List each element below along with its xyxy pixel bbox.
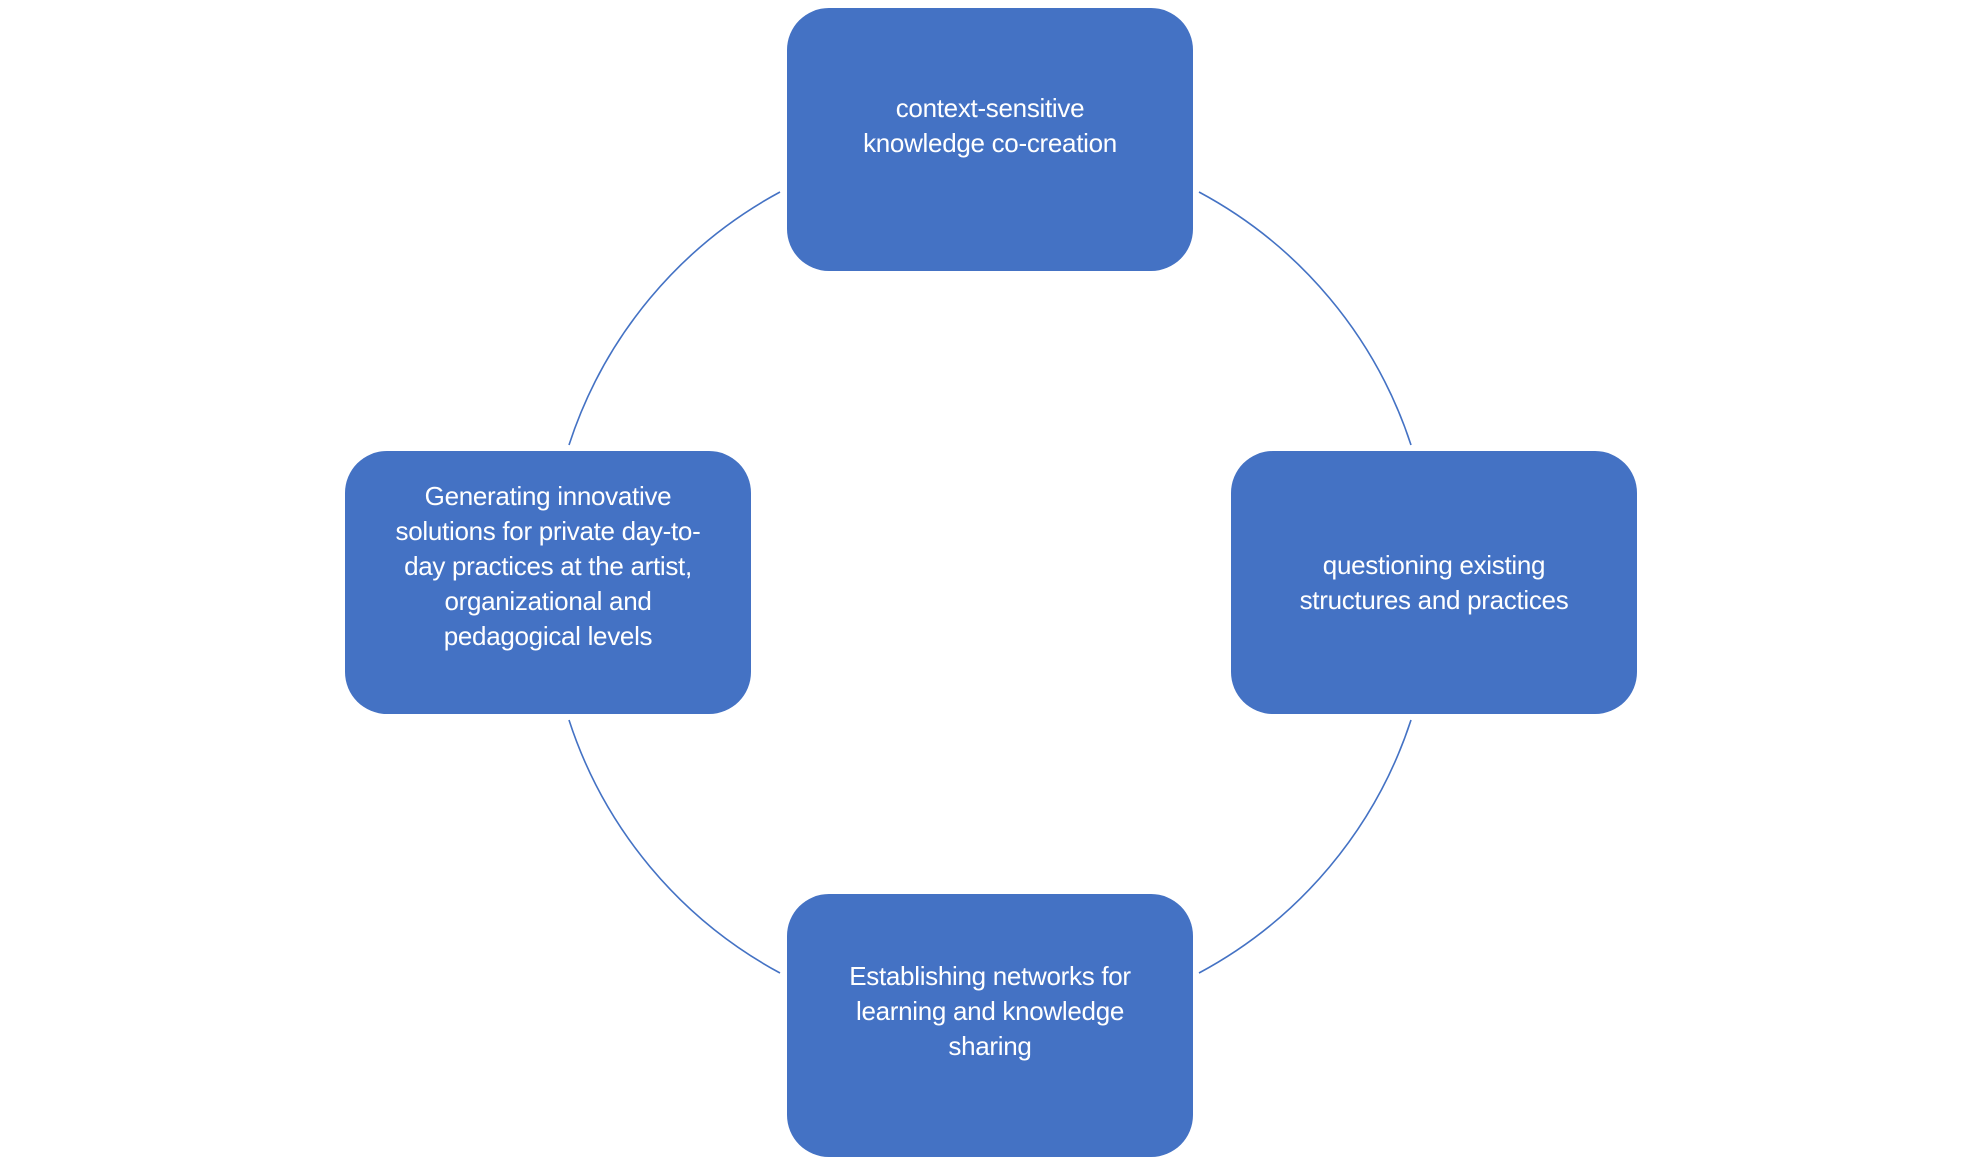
node-label: questioning existing structures and prac… [1300,548,1569,618]
cycle-node-questioning-structures: questioning existing structures and prac… [1231,451,1637,714]
node-label-line: day practices at the artist, [404,551,692,581]
node-label-line: structures and practices [1299,584,1569,615]
connector-top-to-right [1198,191,1412,446]
cycle-node-establishing-networks: Establishing networks for learning and k… [787,894,1193,1157]
connector-bottom-to-left [568,719,781,974]
connector-left-to-top [568,191,781,446]
node-label-line: organizational and [444,586,652,616]
cycle-node-generating-solutions: Generating innovative solutions for priv… [345,451,751,714]
node-label-line: knowledge co-creation [863,127,1117,158]
node-label-line: pedagogical levels [443,621,653,651]
node-label: context-sensitive knowledge co-creation [863,91,1117,161]
node-label-line: solutions for private day-to- [395,516,701,546]
node-label-line: sharing [948,1031,1032,1061]
node-label-line: questioning existing [1322,549,1546,580]
node-label-line: Establishing networks for [849,961,1131,991]
node-label: Establishing networks for learning and k… [849,959,1131,1064]
connector-right-to-bottom [1198,719,1412,974]
node-label-line: Generating innovative [424,481,672,511]
cycle-node-context-sensitive-knowledge: context-sensitive knowledge co-creation [787,8,1193,271]
node-label-line: learning and knowledge [855,996,1125,1026]
node-label: Generating innovative solutions for priv… [396,479,701,654]
node-label-line: context-sensitive [895,92,1085,123]
